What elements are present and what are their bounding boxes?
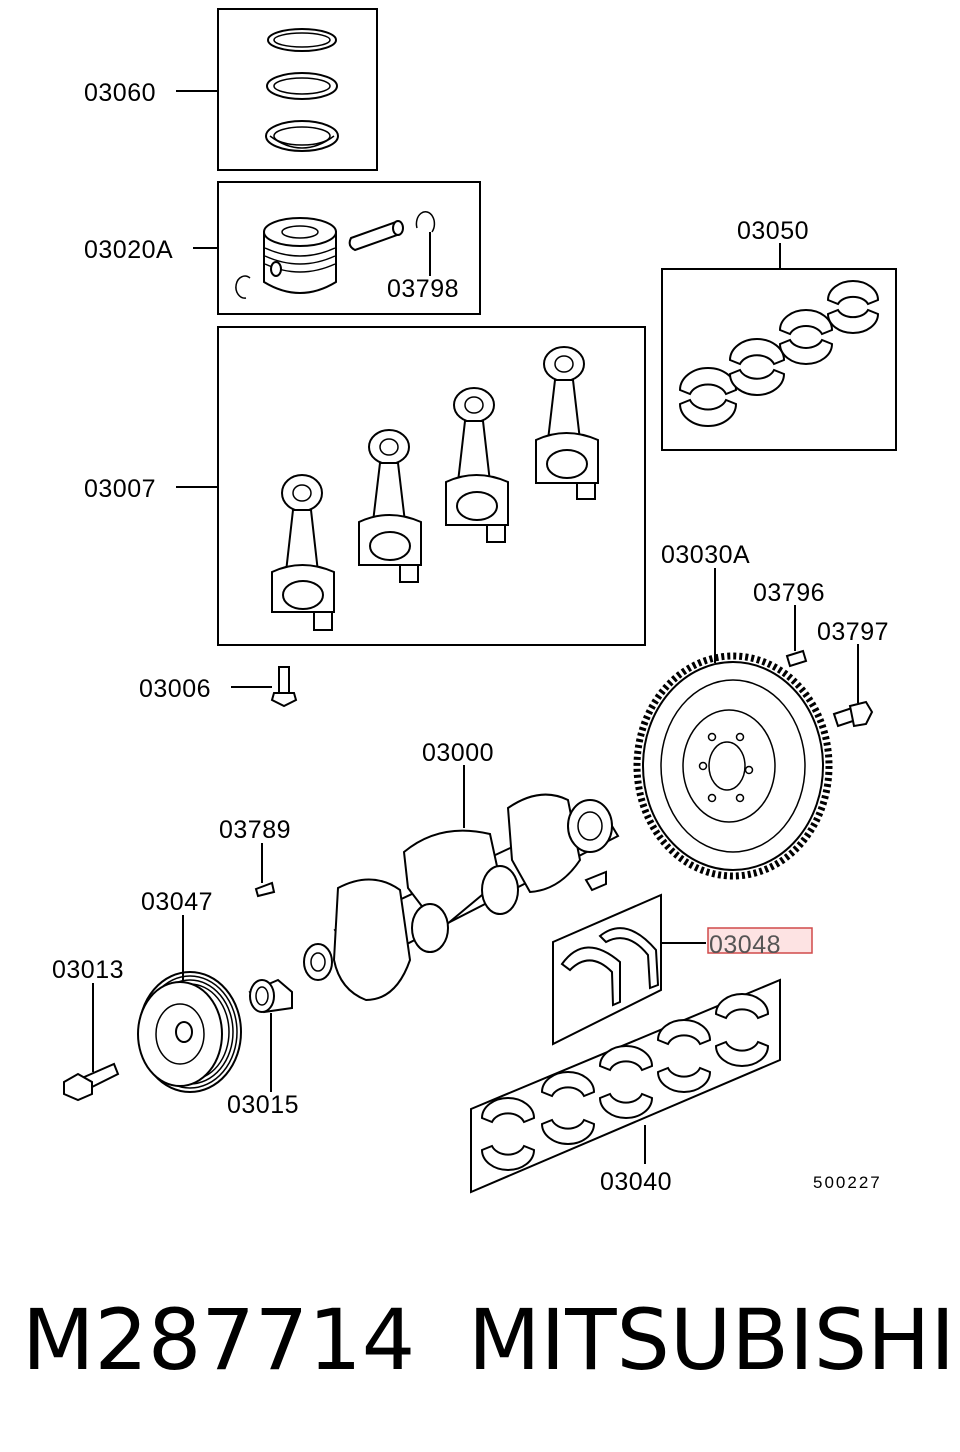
callout-03048[interactable]: 03048: [709, 931, 781, 959]
part-number: M287714: [22, 1291, 416, 1389]
flywheel-bolt-icon: [832, 700, 874, 728]
pulley-bolt-icon: [63, 1062, 120, 1102]
piston-rings-box: [217, 8, 378, 171]
callout-03030A: 03030A: [661, 541, 750, 569]
callout-03007: 03007: [84, 475, 156, 503]
callout-03013: 03013: [52, 956, 124, 984]
rod-bolt-icon: [270, 666, 298, 708]
dowel-pin-icon: [785, 649, 808, 668]
piston-rings-icon: [265, 28, 339, 152]
thrust-washers-icon: [560, 927, 660, 1007]
main-bearings-icon: [480, 993, 770, 1171]
callout-03000: 03000: [422, 739, 494, 767]
crank-pulley-icon: [137, 971, 242, 1093]
callout-03060: 03060: [84, 79, 156, 107]
crank-spacer-icon: [248, 978, 293, 1014]
callout-03796: 03796: [753, 579, 825, 607]
callout-03798: 03798: [387, 275, 459, 303]
callout-03015: 03015: [227, 1091, 299, 1119]
brand-name: MITSUBISHI: [468, 1291, 956, 1389]
thrust-washer-box: [552, 893, 662, 1046]
piston-icon: [235, 211, 436, 299]
footer: M287714 MITSUBISHI: [0, 1285, 960, 1395]
callout-03020A: 03020A: [84, 236, 173, 264]
callout-03006: 03006: [139, 675, 211, 703]
callout-03050: 03050: [737, 217, 809, 245]
callout-03797: 03797: [817, 618, 889, 646]
flywheel-icon: [633, 652, 833, 880]
callout-03047: 03047: [141, 888, 213, 916]
woodruff-key-icon: [254, 881, 276, 898]
crankshaft-icon: [303, 793, 620, 1002]
highlight-box-03048: [707, 927, 813, 954]
callout-03040: 03040: [600, 1168, 672, 1196]
connecting-rods-icon: [271, 346, 599, 631]
callout-03789: 03789: [219, 816, 291, 844]
diagram-code: 500227: [813, 1173, 882, 1192]
conrod-bearings-icon: [678, 280, 880, 427]
